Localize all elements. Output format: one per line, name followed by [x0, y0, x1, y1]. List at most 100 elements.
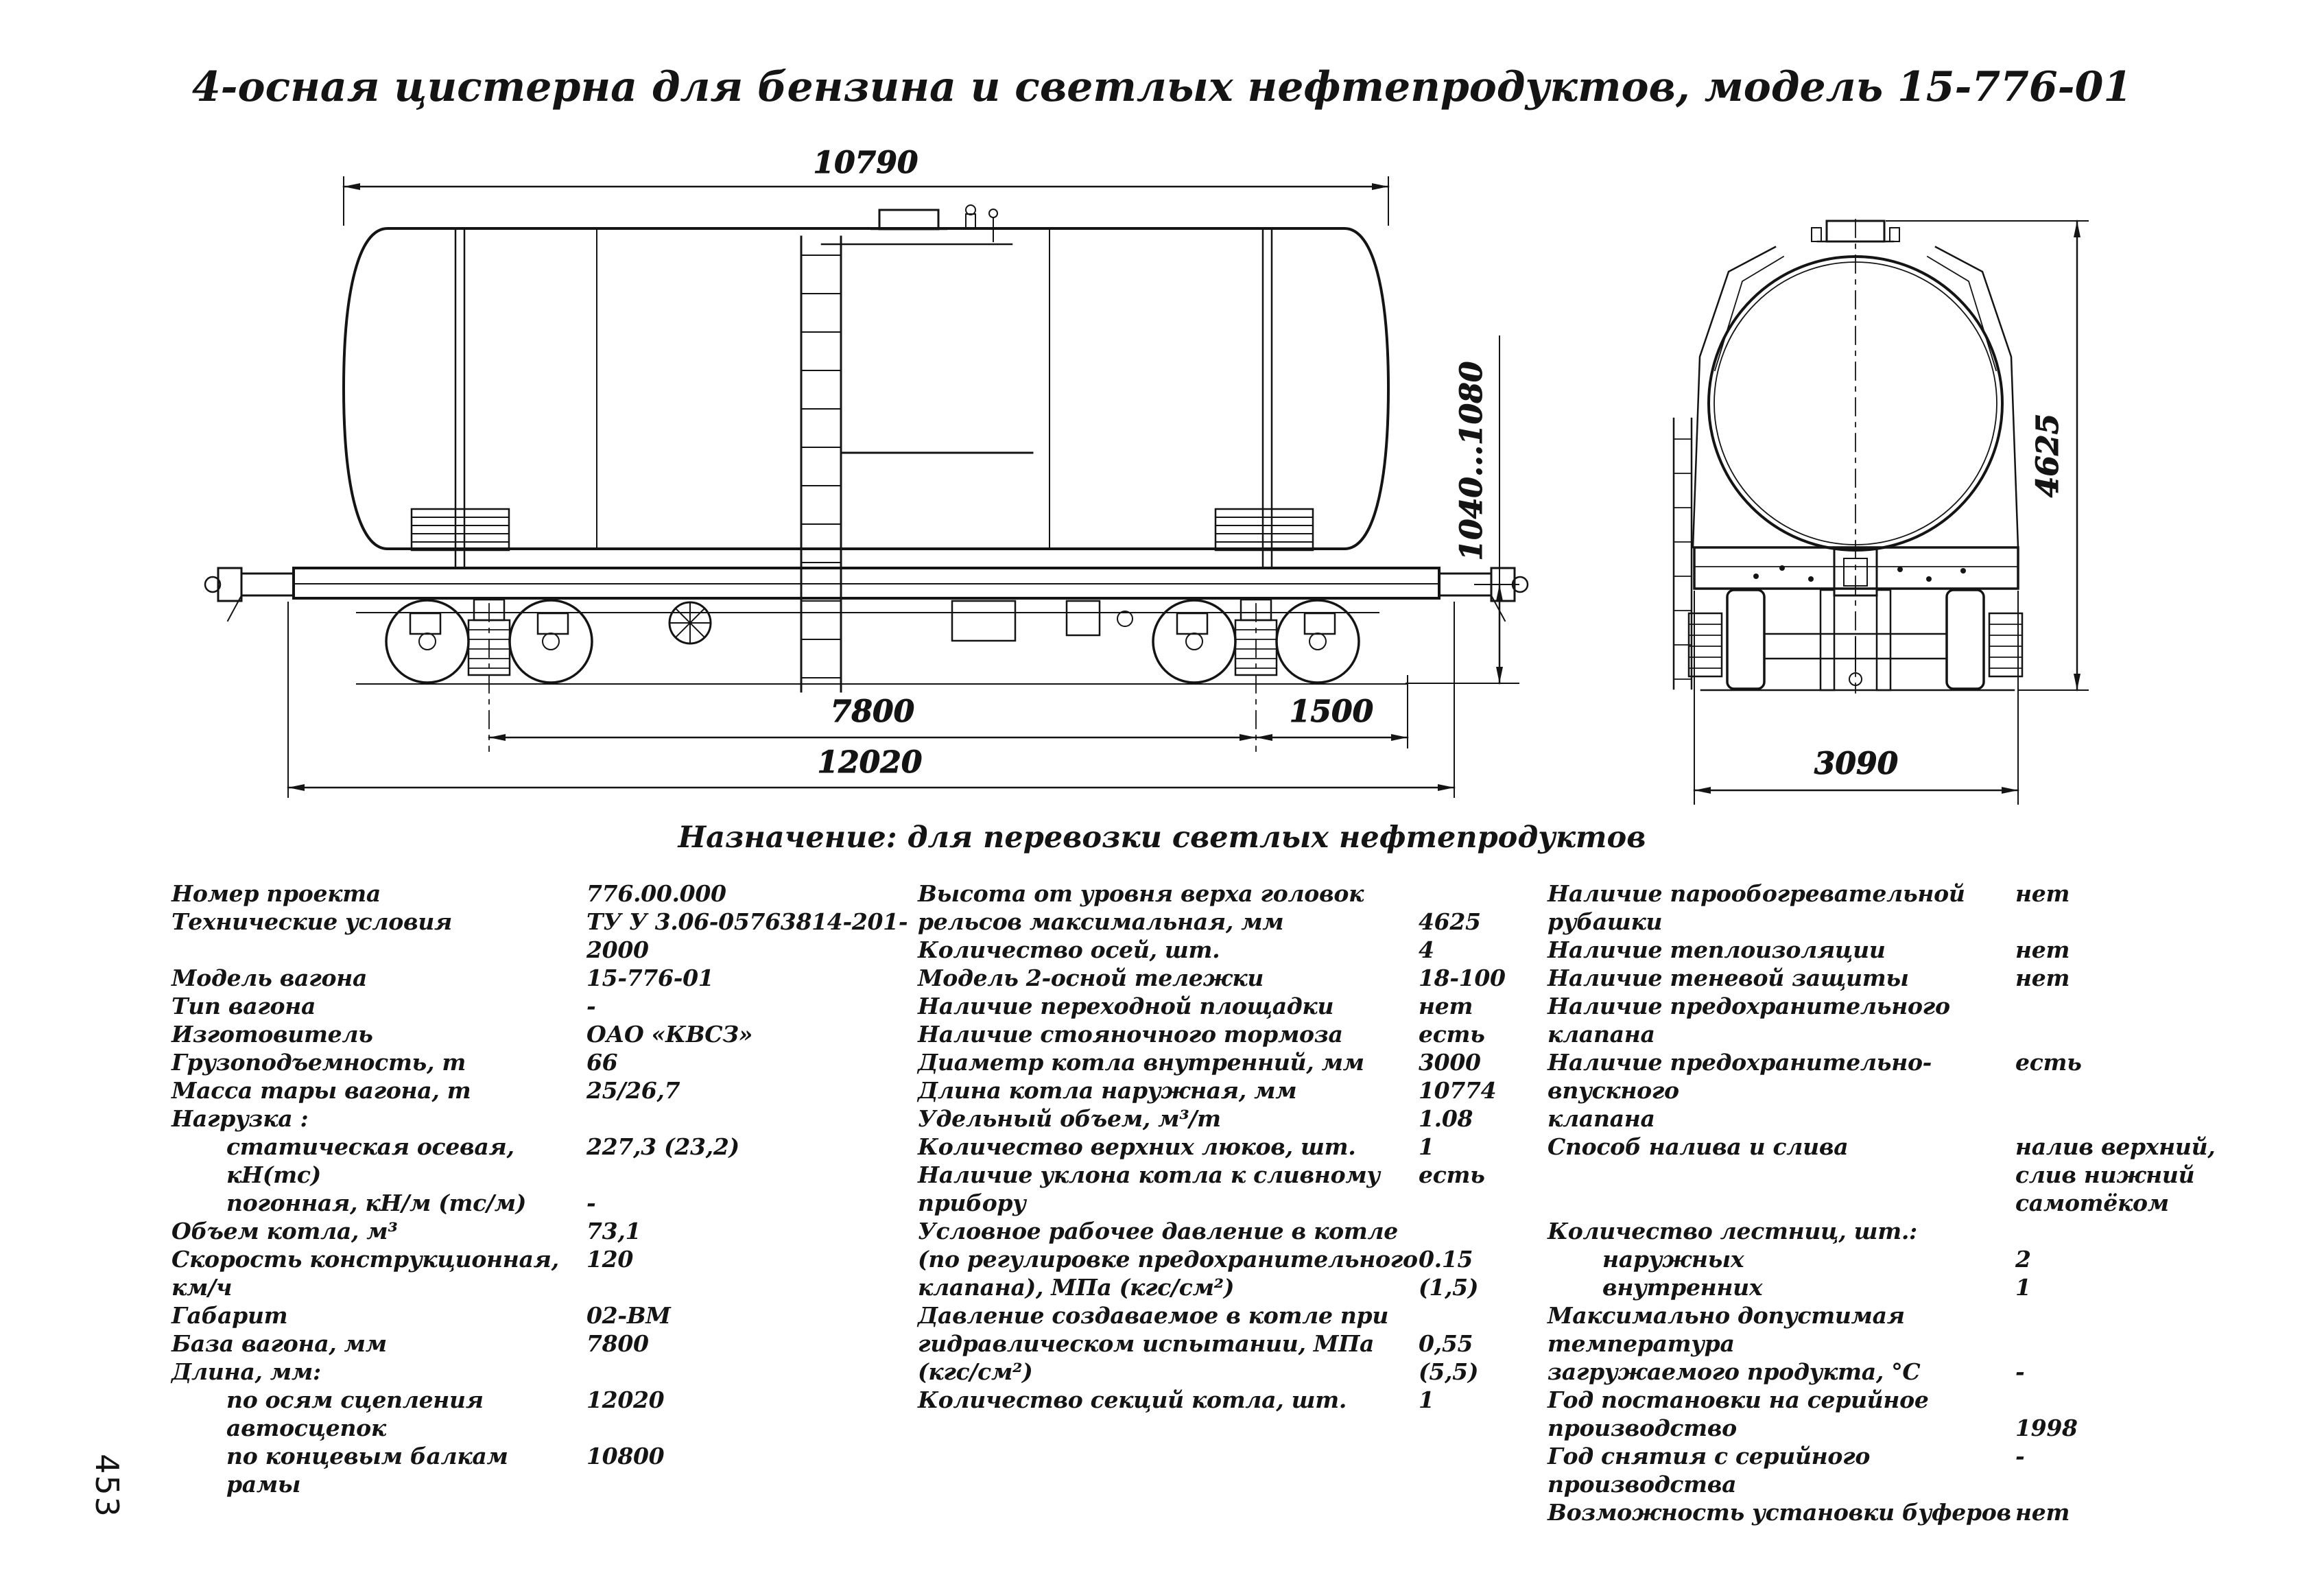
dome-hatch: [820, 204, 1013, 246]
specs-column-middle: Высота от уровня верха головок рельсов м…: [918, 879, 1539, 1414]
spec-value: 12020: [586, 1386, 665, 1413]
spec-value: 0,55 (5,5): [1419, 1330, 1479, 1385]
spec-row: Максимально допустимая температура загру…: [1548, 1301, 2278, 1386]
spec-label: Количество секций котла, шт.: [918, 1386, 1347, 1413]
coupler-right: [1438, 567, 1529, 622]
spec-value: налив верхний, слив нижний самотёком: [2015, 1133, 2216, 1216]
spec-row: Количество лестниц, шт.:: [1548, 1217, 2278, 1245]
spec-label: Нагрузка :: [171, 1105, 309, 1132]
spec-value: -: [2015, 1358, 2025, 1385]
spec-label: Способ налива и слива: [1548, 1133, 1849, 1160]
spec-label: Возможность установки буферов: [1548, 1499, 2011, 1526]
end-bogie: [1687, 589, 2024, 692]
spec-row: Высота от уровня верха головок рельсов м…: [918, 879, 1539, 936]
spec-label: База вагона, мм: [171, 1330, 387, 1357]
spec-row: Модель 2-осной тележки 18-100: [918, 964, 1539, 992]
spec-value: 10774: [1419, 1077, 1497, 1104]
spec-value: 25/26,7: [586, 1077, 680, 1104]
spec-label: Год снятия с серийного производства: [1548, 1443, 1871, 1498]
spec-row: Давление создаваемое в котле при гидравл…: [918, 1301, 1539, 1386]
spec-value: 15-776-01: [586, 965, 714, 991]
spec-value: 18-100: [1419, 965, 1506, 991]
dimension-length-over-couplers: 12020: [287, 602, 1456, 798]
dim-label-bogie-base: 7800: [831, 694, 915, 729]
spec-label: Высота от уровня верха головок рельсов м…: [918, 880, 1364, 935]
spec-row: Количество осей, шт.4: [918, 936, 1539, 964]
spec-value: 2: [2015, 1246, 2031, 1273]
spec-value: 7800: [586, 1330, 649, 1357]
spec-label: Количество верхних люков, шт.: [918, 1133, 1356, 1160]
coupler-left: [204, 567, 295, 622]
spec-row: Длина, мм:: [171, 1358, 909, 1386]
spec-value: нет: [2015, 1499, 2070, 1526]
spec-value: 4625: [1419, 908, 1481, 935]
spec-value: нет: [2015, 936, 2070, 963]
spec-row: Год снятия с серийного производства-: [1548, 1442, 2278, 1498]
underframe: [292, 567, 1440, 642]
spec-label: Длина котла наружная, мм: [918, 1077, 1297, 1104]
spec-label: по осям сцепления автосцепок: [226, 1386, 484, 1441]
spec-value: 1.08: [1419, 1105, 1473, 1132]
spec-value: 120: [586, 1246, 633, 1273]
purpose-caption: Назначение: для перевозки светлых нефтеп…: [678, 820, 1646, 855]
dimension-end-height: 4625: [1886, 220, 2089, 692]
spec-label: Наличие предохранительно-впускного клапа…: [1548, 1049, 1932, 1132]
spec-label: Наличие предохранительного клапана: [1548, 993, 1950, 1048]
dimension-coupler-height: 1040...1080: [1406, 335, 1519, 685]
spec-value: 1998: [2015, 1415, 2078, 1441]
spec-label: Изготовитель: [171, 1021, 373, 1048]
spec-value: нет: [1419, 993, 1473, 1019]
spec-value: нет: [2015, 880, 2070, 907]
spec-label: Объем котла, м³: [171, 1218, 398, 1244]
dim-label-end-width: 3090: [1814, 746, 1899, 781]
technical-drawing: 10790 1040...1080 7800 1500 12020: [204, 145, 2089, 805]
spec-row: Количество секций котла, шт. 1: [918, 1386, 1539, 1414]
spec-label: Наличие теплоизоляции: [1548, 936, 1886, 963]
spec-label: Год постановки на серийное производство: [1548, 1386, 1929, 1441]
spec-label: Номер проекта: [171, 880, 381, 907]
spec-value: 227,3 (23,2): [586, 1133, 739, 1160]
dim-label-bogie-to-end: 1500: [1290, 694, 1374, 729]
spec-label: Модель 2-осной тележки: [918, 965, 1264, 991]
spec-row: Наличие предохранительно-впускного клапа…: [1548, 1048, 2278, 1133]
spec-row: Наличие предохранительного клапана: [1548, 992, 2278, 1048]
spec-value: ОАО «КВСЗ»: [586, 1021, 753, 1048]
spec-value: 1: [1419, 1386, 1434, 1413]
spec-label: внутренних: [1602, 1274, 1763, 1301]
end-hatch: [1811, 220, 1900, 243]
spec-label: Длина, мм:: [171, 1358, 321, 1385]
dim-label-end-height: 4625: [2030, 414, 2065, 497]
spec-value: 66: [586, 1049, 618, 1076]
spec-label: по концевым балкам рамы: [226, 1443, 508, 1498]
side-ladder: [800, 235, 1034, 693]
spec-label: погонная, кН/м (тс/м): [226, 1190, 527, 1216]
dim-label-length-over-couplers: 12020: [817, 745, 922, 780]
spec-label: Удельный объем, м³/т: [918, 1105, 1221, 1132]
spec-row: Удельный объем, м³/т 1.08: [918, 1104, 1539, 1133]
tank-saddle-right: [1214, 508, 1314, 552]
dimension-end-width: 3090: [1693, 591, 2019, 805]
handbrake-wheel: [668, 601, 712, 645]
spec-row: Тип вагона-: [171, 992, 909, 1020]
spec-label: статическая осевая, кН(тс): [226, 1133, 514, 1188]
spec-row: Наличие парообогревательной рубашки нет: [1548, 879, 2278, 936]
spec-label: Наличие парообогревательной рубашки: [1548, 880, 1965, 935]
end-frame: [1693, 546, 2019, 597]
dimension-tank-length: 10790: [342, 145, 1390, 226]
page-number: 453: [88, 1454, 126, 1518]
spec-label: Диаметр котла внутренний, мм: [918, 1049, 1364, 1076]
spec-label: Наличие стояночного тормоза: [918, 1021, 1343, 1048]
